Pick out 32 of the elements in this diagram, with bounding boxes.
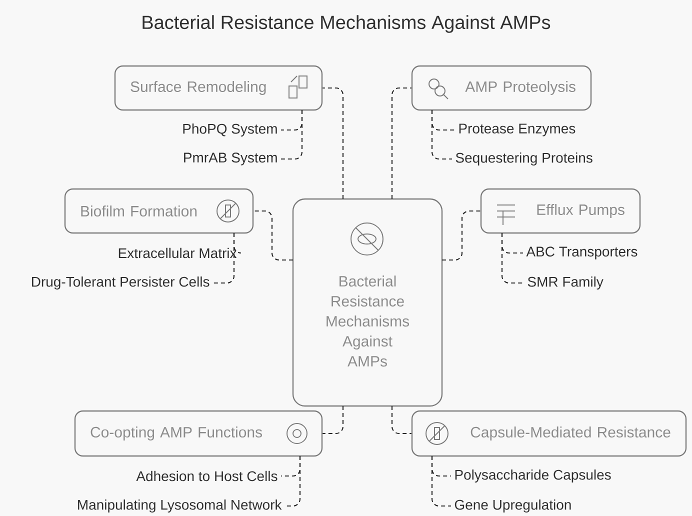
category-box: Capsule-Mediated Resistance	[411, 410, 687, 457]
connector	[391, 87, 412, 199]
item-label: Extracellular Matrix	[118, 248, 237, 258]
category-box: Efflux Pumps	[480, 188, 641, 234]
connector	[285, 456, 301, 507]
connector	[431, 456, 451, 507]
item-label: ABC Transporters	[526, 246, 638, 260]
item-label: Gene Upregulation	[454, 499, 571, 513]
item-label: Drug-Tolerant Persister Cells	[32, 276, 210, 290]
connector	[254, 210, 293, 261]
connector	[322, 406, 344, 434]
connector	[442, 210, 480, 261]
item-label: SMR Family	[528, 276, 604, 290]
item-label: PhoPQ System	[183, 123, 277, 137]
category-box: Co-opting AMP Functions	[74, 410, 323, 457]
category-box: Biofilm Formation	[64, 188, 254, 234]
item-label: PmrAB System	[184, 152, 277, 166]
title: Bacterial Resistance Mechanisms Against AMPs	[142, 15, 550, 33]
item-label: Manipulating Lysosomal Network	[78, 499, 282, 513]
connector	[322, 87, 344, 199]
connector	[391, 406, 412, 434]
item-label: Polysaccharide Capsules	[455, 469, 611, 483]
item-label: Protease Enzymes	[459, 124, 576, 136]
item-label: Sequestering Proteins	[456, 152, 592, 166]
category-box: AMP Proteolysis	[411, 65, 592, 111]
center-box: Bacterial Resistance Mechanisms Against AMPs	[292, 198, 443, 407]
connector	[213, 233, 235, 284]
item-label: Adhesion to Host Cells	[136, 470, 278, 482]
connector	[501, 233, 524, 284]
category-box: Surface Remodeling	[114, 65, 323, 111]
connector	[431, 110, 452, 160]
connector	[281, 110, 303, 160]
